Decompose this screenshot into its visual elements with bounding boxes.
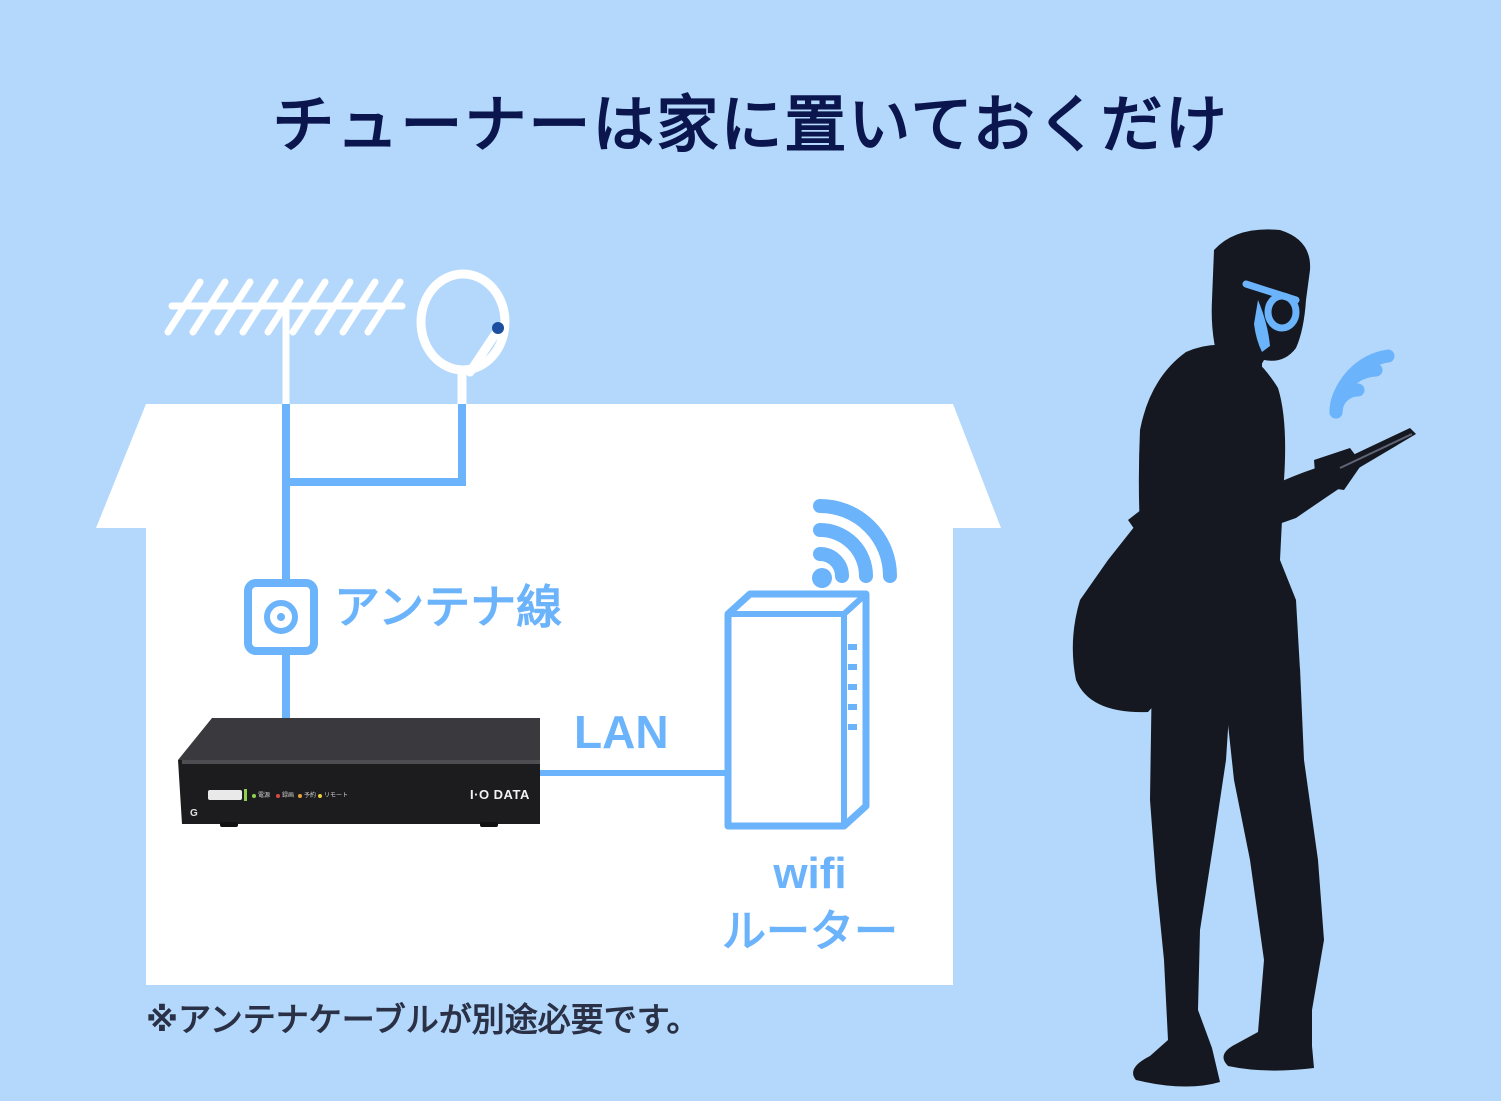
lan-label: LAN — [574, 706, 669, 758]
router-label: ルーター — [722, 906, 898, 957]
phone-wifi-signal-icon — [1329, 349, 1395, 419]
satellite-dish-icon — [416, 269, 510, 409]
face-highlight — [1254, 300, 1270, 352]
antenna-cable — [282, 404, 466, 718]
device-brand-logo: I·O DATA — [470, 787, 530, 802]
indicator-reserve: 予約 — [298, 790, 316, 799]
wifi-router-icon — [724, 590, 870, 830]
antenna-outlet-icon — [244, 579, 318, 655]
indicator-record: 録画 — [276, 790, 294, 799]
router-wifi-signal-icon — [812, 499, 897, 588]
indicator-power: 電源 — [252, 790, 270, 799]
tuner-device: G — [178, 718, 540, 827]
cable-note: ※アンテナケーブルが別途必要です。 — [146, 1000, 700, 1039]
house-shape — [96, 404, 1001, 985]
antenna-wire-label: アンテナ線 — [334, 580, 563, 634]
page-title: チューナーは家に置いておくだけ — [272, 88, 1229, 161]
terrestrial-antenna-icon — [164, 278, 406, 408]
person-silhouette — [1072, 229, 1362, 1087]
guide-logo-icon: G — [190, 808, 198, 819]
indicator-remote: リモート — [318, 790, 348, 799]
wifi-label: wifi — [773, 849, 847, 898]
dish-feed-dot — [492, 322, 504, 334]
glasses-icon — [1242, 280, 1300, 332]
